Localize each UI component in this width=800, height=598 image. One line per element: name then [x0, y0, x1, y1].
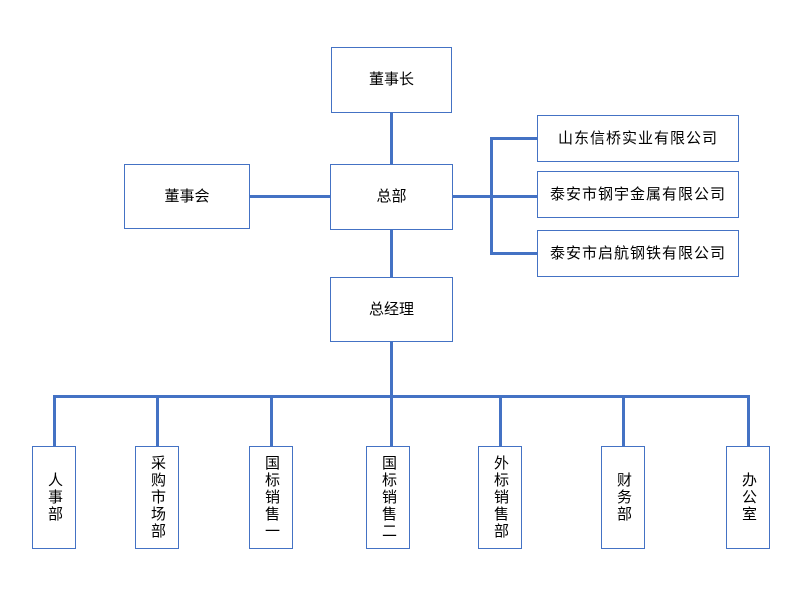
node-subsidiary-2: 泰安市钢宇金属有限公司 [537, 171, 739, 218]
node-department-3: 国标销售一 [249, 446, 293, 549]
node-department-5-label: 外标销售部 [492, 455, 509, 540]
connector-headquarters-subsidiary-2 [453, 195, 537, 198]
node-department-5: 外标销售部 [478, 446, 522, 549]
node-chairman-label: 董事长 [368, 71, 414, 88]
node-department-4-label: 国标销售二 [380, 455, 397, 540]
node-department-4: 国标销售二 [366, 446, 410, 549]
node-headquarters: 总部 [330, 164, 453, 230]
node-subsidiary-2-label: 泰安市钢宇金属有限公司 [549, 185, 726, 203]
connector-subsidiary-bracket-vertical [490, 137, 493, 255]
connector-drop-department-7 [746, 395, 750, 446]
node-department-6: 财务部 [601, 446, 645, 549]
node-subsidiary-1-label: 山东信桥实业有限公司 [557, 129, 718, 147]
node-subsidiary-3: 泰安市启航钢铁有限公司 [537, 230, 739, 277]
connector-drop-department-2 [155, 395, 159, 446]
connector-drop-department-1 [52, 395, 56, 446]
node-general-manager: 总经理 [330, 277, 453, 342]
node-subsidiary-1: 山东信桥实业有限公司 [537, 115, 739, 162]
connector-headquarters-general-manager [390, 230, 393, 277]
node-department-6-label: 财务部 [615, 472, 632, 523]
connector-drop-department-4 [390, 395, 393, 446]
node-department-2: 采购市场部 [135, 446, 179, 549]
node-department-7-label: 办公室 [740, 472, 757, 523]
connector-department-bus [52, 395, 750, 398]
connector-subsidiary-1-stub [490, 137, 537, 140]
node-department-1: 人事部 [32, 446, 76, 549]
connector-general-manager-bus [390, 342, 393, 398]
node-department-2-label: 采购市场部 [149, 455, 166, 540]
node-chairman: 董事长 [331, 47, 452, 113]
node-board-label: 董事会 [164, 187, 210, 205]
node-department-3-label: 国标销售一 [263, 455, 280, 540]
connector-subsidiary-3-stub [490, 252, 537, 255]
connector-drop-department-6 [621, 395, 625, 446]
connector-drop-department-5 [498, 395, 502, 446]
node-department-7: 办公室 [726, 446, 770, 549]
connector-chairman-headquarters [390, 113, 393, 164]
connector-board-headquarters [250, 195, 330, 198]
node-department-1-label: 人事部 [46, 472, 63, 523]
node-subsidiary-3-label: 泰安市启航钢铁有限公司 [549, 244, 726, 262]
connector-drop-department-3 [269, 395, 273, 446]
node-general-manager-label: 总经理 [368, 300, 414, 318]
node-board: 董事会 [124, 164, 250, 229]
node-headquarters-label: 总部 [376, 188, 407, 205]
